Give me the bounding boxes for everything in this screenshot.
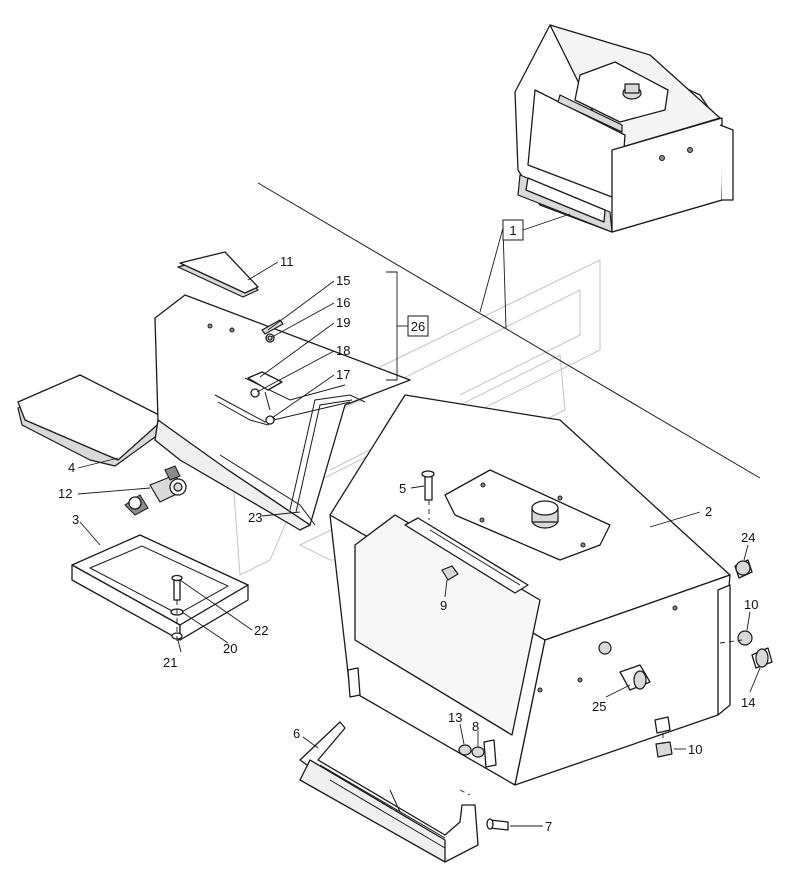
callout-label-5: 5 (399, 481, 406, 496)
callout-label-18: 18 (336, 343, 350, 358)
callout-label-12: 12 (58, 486, 72, 501)
callout-label-7: 7 (545, 819, 552, 834)
battery-box-cover (154, 294, 411, 531)
callout-label-17: 17 (336, 367, 350, 382)
callout-label-23: 23 (248, 510, 262, 525)
tank-assembly-overview (514, 24, 734, 233)
hardware-center (421, 470, 485, 758)
part-4-seat-pad (17, 374, 166, 467)
callout-label-11: 11 (280, 254, 294, 269)
callout-label-2: 2 (705, 504, 712, 519)
fittings-right (655, 559, 773, 758)
part-2-fuel-tank (329, 394, 731, 786)
callout-labels: 11 15 16 19 18 17 26 4 12 3 23 5 9 2 24 (58, 254, 761, 834)
callout-label-19: 19 (336, 315, 350, 330)
callout-label-9: 9 (440, 598, 447, 613)
callout-label-26: 26 (411, 319, 425, 334)
part-6-step-bracket (299, 721, 509, 863)
callout-label-13: 13 (448, 710, 462, 725)
callout-label-8: 8 (472, 719, 479, 734)
callout-label-16: 16 (336, 295, 350, 310)
part-12-latch (124, 465, 187, 516)
callout-label-22: 22 (254, 623, 268, 638)
callout-label-20: 20 (223, 641, 237, 656)
part-11-pad (177, 251, 259, 298)
part-3-battery-tray (71, 534, 249, 645)
callout-label-10a: 10 (744, 597, 758, 612)
callout-label-1: 1 (509, 223, 516, 238)
reference-lines (257, 182, 761, 479)
callout-label-15: 15 (336, 273, 350, 288)
callout-label-4: 4 (68, 460, 75, 475)
callout-label-14: 14 (741, 695, 755, 710)
callout-label-21: 21 (163, 655, 177, 670)
callout-label-10b: 10 (688, 742, 702, 757)
callout-label-3: 3 (72, 512, 79, 527)
callout-label-24: 24 (741, 530, 755, 545)
callout-1: 1 (502, 213, 571, 241)
callout-label-25: 25 (592, 699, 606, 714)
callout-label-6: 6 (293, 726, 300, 741)
